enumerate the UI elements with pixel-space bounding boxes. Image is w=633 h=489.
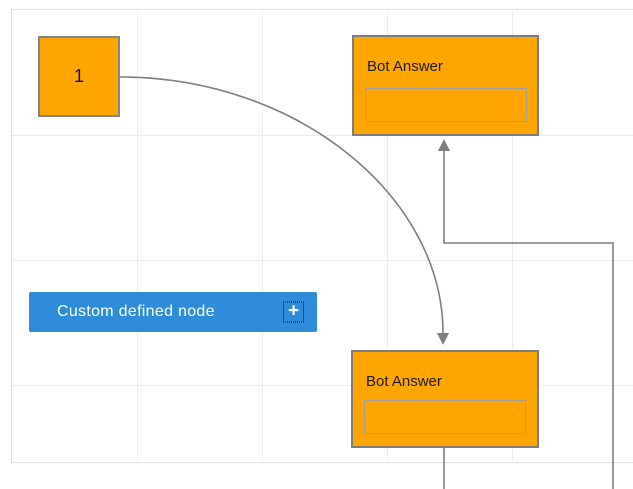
gridline-vertical: [387, 10, 388, 462]
node-bot-answer-top[interactable]: Bot Answer: [352, 35, 539, 136]
gridline-vertical: [512, 10, 513, 462]
connector-loop-to-top-bot[interactable]: [438, 139, 614, 489]
node-custom-defined[interactable]: Custom defined node +: [29, 292, 317, 332]
gridline-horizontal: [12, 260, 633, 261]
gridline-vertical: [262, 10, 263, 462]
connector-start-to-bottom-bot[interactable]: [119, 76, 449, 345]
node-custom-label: Custom defined node: [57, 303, 215, 320]
arrowhead-up-icon: [438, 139, 450, 151]
gridline-horizontal: [12, 385, 633, 386]
gridline-vertical: [137, 10, 138, 462]
answer-text-box[interactable]: [364, 400, 526, 434]
arrowhead-down-icon: [437, 333, 449, 345]
node-title: Bot Answer: [366, 373, 442, 390]
node-start[interactable]: 1: [38, 36, 120, 117]
plus-icon: +: [287, 300, 300, 322]
answer-text-box[interactable]: [365, 88, 527, 122]
node-bot-answer-bottom[interactable]: Bot Answer: [351, 350, 539, 448]
node-start-label: 1: [73, 66, 84, 86]
add-port-button[interactable]: +: [283, 300, 304, 323]
node-title: Bot Answer: [367, 58, 443, 75]
